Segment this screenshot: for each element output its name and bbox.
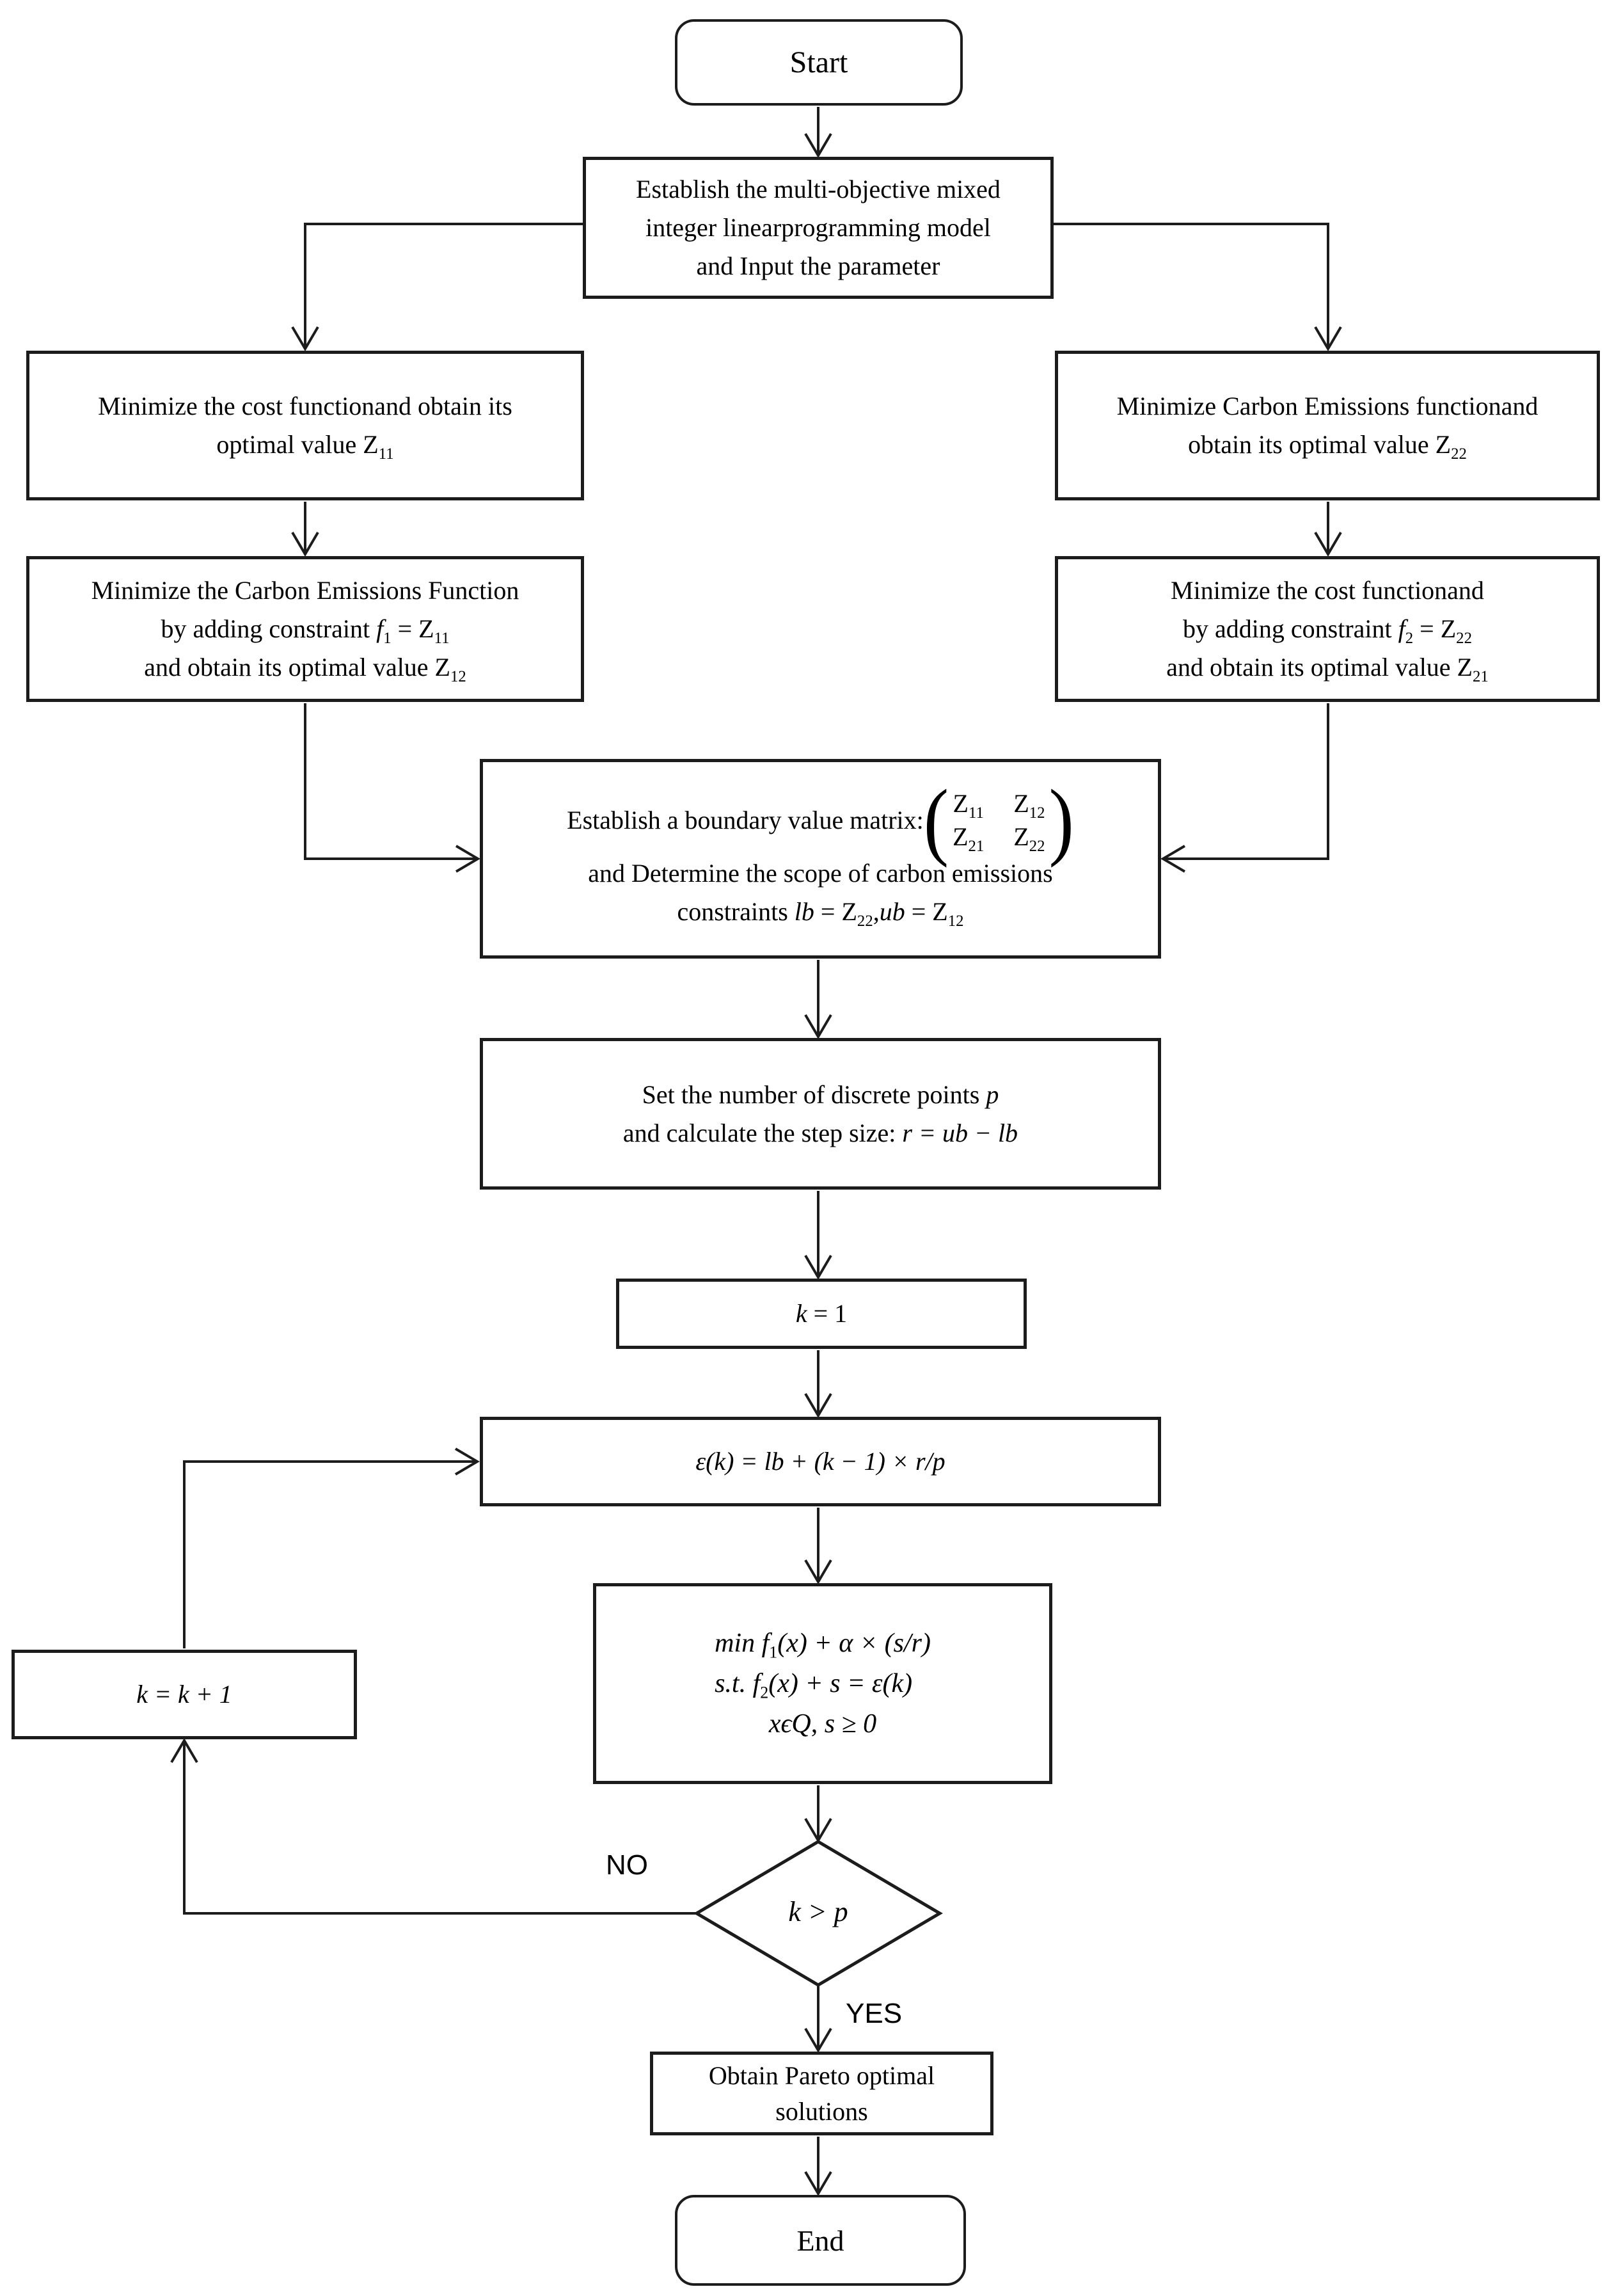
- optimize-block: min f1(x) + α × (s/r) s.t. f2(x) + s = ε…: [715, 1623, 931, 1744]
- node-text-line: Minimize Carbon Emissions functionand: [1116, 392, 1539, 420]
- start-node: Start: [675, 19, 963, 106]
- connector-epsilon-optimize: [804, 1508, 832, 1584]
- connector-left1-left2: [291, 502, 319, 557]
- connector-step-kinit: [804, 1191, 832, 1280]
- connector-right1-right2: [1314, 502, 1342, 557]
- node-text-line: k = k + 1: [136, 1680, 232, 1709]
- matrix-cell: Z12: [1013, 789, 1045, 822]
- boundary-matrix-node: Establish a boundary value matrix: ( Z11…: [480, 759, 1161, 959]
- establish-model-node: Establish the multi-objective mixed inte…: [583, 157, 1054, 299]
- node-text-line: and obtain its optimal value Z21: [1166, 653, 1489, 685]
- optimize-lines: min f1(x) + α × (s/r) s.t. f2(x) + s = ε…: [715, 1623, 931, 1704]
- minimize-carbon-constrained-node: Minimize the Carbon Emissions Function b…: [26, 556, 584, 702]
- node-text-line: k > p: [788, 1896, 848, 1927]
- connector-kinit-epsilon: [804, 1350, 832, 1418]
- node-text-line: Obtain Pareto optimal: [708, 2061, 935, 2090]
- node-text-line: solutions: [775, 2096, 868, 2126]
- node-text-line: and Determine the scope of carbon emissi…: [588, 859, 1053, 888]
- matrix-paren-left: (: [923, 771, 949, 868]
- node-text-line: Set the number of discrete points p: [642, 1080, 999, 1109]
- decision-label: k > p: [722, 1895, 914, 1928]
- node-text-line: xϵQ, s ≥ 0: [768, 1709, 877, 1739]
- connector-establish-right: [1054, 223, 1342, 351]
- end-label: End: [796, 2224, 844, 2257]
- node-text-line: Minimize the cost functionand obtain its: [98, 392, 512, 420]
- node-text-line: Minimize the Carbon Emissions Function: [91, 576, 519, 605]
- minimize-cost-constrained-node: Minimize the cost functionand by adding …: [1055, 556, 1600, 702]
- connector-decision-no-loop: [170, 1738, 697, 1915]
- minimize-carbon-node: Minimize Carbon Emissions functionand ob…: [1055, 351, 1600, 500]
- matrix-cell: Z22: [1013, 822, 1045, 855]
- connector-pareto-end: [804, 2137, 832, 2196]
- node-text-line: integer linearprogramming model: [645, 213, 991, 242]
- node-text-line: optimal value Z11: [216, 430, 394, 463]
- k-init-node: k = 1: [616, 1279, 1027, 1349]
- matrix-cell: Z11: [953, 789, 984, 822]
- decision-diamond: [693, 1840, 943, 1987]
- connector-right2-matrix: [1160, 703, 1329, 873]
- yes-edge-label: YES: [846, 1998, 903, 2029]
- connector-matrix-step: [804, 960, 832, 1039]
- start-label: Start: [789, 45, 848, 79]
- node-text-line: and calculate the step size: r = ub − lb: [622, 1118, 1018, 1147]
- node-text-line: Minimize the cost functionand: [1171, 576, 1484, 605]
- node-text-line: and obtain its optimal value Z12: [144, 653, 466, 685]
- end-node: End: [675, 2195, 966, 2286]
- epsilon-node: ε(k) = lb + (k − 1) × r/p: [480, 1417, 1161, 1506]
- connector-left2-matrix: [304, 703, 480, 873]
- optimize-node: min f1(x) + α × (s/r) s.t. f2(x) + s = ε…: [593, 1583, 1052, 1784]
- connector-kincrement-epsilon: [183, 1447, 480, 1648]
- node-text-line: Establish the multi-objective mixed: [636, 175, 1001, 203]
- matrix-cell: Z21: [953, 822, 985, 855]
- connector-optimize-decision: [804, 1785, 832, 1843]
- node-text-line: k = 1: [795, 1299, 848, 1328]
- node-text-line: by adding constraint f1 = Z11: [161, 614, 450, 647]
- matrix-paren-right: ): [1048, 771, 1074, 868]
- connector-establish-left: [291, 223, 583, 351]
- node-text-line: ε(k) = lb + (k − 1) × r/p: [695, 1447, 945, 1476]
- step-size-node: Set the number of discrete points p and …: [480, 1038, 1161, 1190]
- node-text-line: and Input the parameter: [696, 251, 940, 280]
- minimize-cost-node: Minimize the cost functionand obtain its…: [26, 351, 584, 500]
- matrix-grid: Z11 Z12 Z21 Z22: [953, 787, 1045, 854]
- node-text-line: by adding constraint f2 = Z22: [1183, 614, 1472, 647]
- node-text-line: obtain its optimal value Z22: [1188, 430, 1467, 463]
- node-text-line: min f1(x) + α × (s/r): [715, 1628, 931, 1661]
- pareto-node: Obtain Pareto optimal solutions: [650, 2052, 993, 2135]
- matrix-row: Establish a boundary value matrix: ( Z11…: [567, 776, 1074, 863]
- node-text-line: Establish a boundary value matrix:: [567, 806, 924, 834]
- no-edge-label: NO: [606, 1849, 648, 1881]
- node-text-line: constraints lb = Z22,ub = Z12: [677, 897, 964, 930]
- connector-start-establish: [804, 107, 832, 158]
- connector-decision-pareto: [804, 1986, 832, 2053]
- node-text-line: s.t. f2(x) + s = ε(k): [715, 1668, 913, 1702]
- k-increment-node: k = k + 1: [12, 1650, 357, 1739]
